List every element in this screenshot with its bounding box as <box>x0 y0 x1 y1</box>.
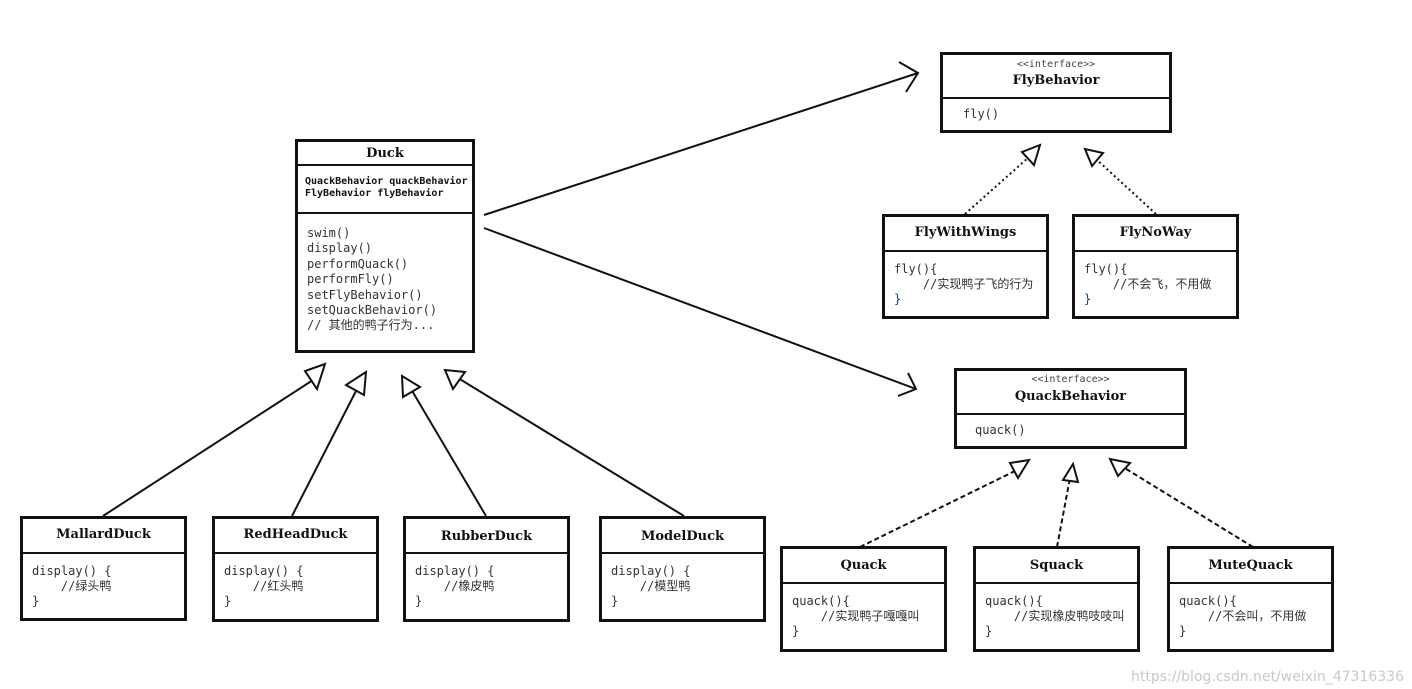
duck-methods: swim()display()performQuack()performFly(… <box>298 214 472 334</box>
flynoway-class-box: FlyNoWay fly(){ //不会飞，不用做} <box>1072 214 1239 319</box>
code-brace: } <box>1179 624 1187 638</box>
class-name: Squack <box>1029 558 1084 573</box>
code-comment: //实现鸭子嘎嘎叫 <box>792 609 920 623</box>
rubberduck-class-box: RubberDuck display() { //橡皮鸭} <box>403 516 570 622</box>
code-line: display() { <box>415 564 495 578</box>
rubber-inherit-arrowhead <box>400 374 422 399</box>
code-line: display() { <box>32 564 112 578</box>
code-line: fly(){ <box>894 262 938 276</box>
class-body: display() { //橡皮鸭} <box>406 554 567 609</box>
squack-realize-edge <box>1056 477 1071 548</box>
model-inherit-arrowhead <box>443 368 467 392</box>
code-line: quack(){ <box>1179 594 1237 608</box>
duck-method: display() <box>307 241 373 256</box>
mutequack-realize-edge <box>1122 466 1254 548</box>
model-inherit-edge <box>457 377 685 517</box>
duck-method: performQuack() <box>307 256 409 271</box>
mallard-inherit-arrowhead <box>303 362 327 392</box>
duck-class-name: Duck <box>366 146 404 161</box>
duck-field: QuackBehavior quackBehavior <box>305 176 468 187</box>
duck-method: performFly() <box>307 272 394 287</box>
interface-name: FlyBehavior <box>1012 73 1100 88</box>
quackbehavior-interface-box: <<interface>> QuackBehavior quack() <box>954 368 1187 449</box>
modelduck-class-box: ModelDuck display() { //模型鸭} <box>599 516 766 622</box>
code-brace: } <box>611 594 619 608</box>
flywithwings-class-box: FlyWithWings fly(){ //实现鸭子飞的行为} <box>882 214 1049 319</box>
class-name: MallardDuck <box>56 527 151 542</box>
flynoway-realize-arrowhead <box>1083 147 1105 168</box>
code-brace: } <box>32 594 40 608</box>
class-body: quack(){ //不会叫，不用做} <box>1170 584 1331 639</box>
code-comment: //红头鸭 <box>224 579 304 593</box>
redhead-inherit-arrowhead <box>344 370 368 397</box>
duck-method: // 其他的鸭子行为... <box>307 318 435 333</box>
class-body: quack(){ //实现鸭子嘎嘎叫} <box>783 584 944 639</box>
class-name: MuteQuack <box>1208 558 1293 573</box>
duck-method: swim() <box>307 226 351 240</box>
mallardduck-class-box: MallardDuck display() { //绿头鸭} <box>20 516 187 621</box>
interface-method: quack() <box>975 423 1026 437</box>
flywithwings-realize-edge <box>964 156 1030 215</box>
code-brace: } <box>792 624 800 638</box>
class-body: fly(){ //实现鸭子飞的行为} <box>885 252 1046 307</box>
code-brace: } <box>985 624 993 638</box>
interface-name: QuackBehavior <box>1014 389 1127 404</box>
class-name: FlyWithWings <box>914 225 1017 240</box>
duck-method: setQuackBehavior() <box>307 303 438 318</box>
class-body: quack(){ //实现橡皮鸭吱吱叫} <box>976 584 1137 639</box>
code-line: display() { <box>611 564 691 578</box>
class-name: RubberDuck <box>440 529 533 544</box>
mallard-inherit-edge <box>102 379 314 517</box>
code-comment: //实现鸭子飞的行为 <box>894 277 1034 291</box>
redheadduck-class-box: RedHeadDuck display() { //红头鸭} <box>212 516 379 622</box>
code-line: display() { <box>224 564 304 578</box>
quack-class-box: Quack quack(){ //实现鸭子嘎嘎叫} <box>780 546 947 652</box>
code-comment: //实现橡皮鸭吱吱叫 <box>985 609 1125 623</box>
class-body: fly(){ //不会飞，不用做} <box>1075 252 1236 307</box>
code-comment: //不会飞，不用做 <box>1084 277 1212 291</box>
mutequack-realize-arrowhead <box>1108 457 1132 478</box>
class-name: ModelDuck <box>640 529 724 544</box>
class-body: display() { //红头鸭} <box>215 554 376 609</box>
quack-realize-edge <box>859 469 1018 548</box>
code-line: fly(){ <box>1084 262 1128 276</box>
duck-method: setFlyBehavior() <box>307 287 423 302</box>
code-brace: } <box>1084 292 1092 306</box>
code-line: quack(){ <box>792 594 850 608</box>
duck-to-quackbehavior-edge <box>483 227 917 390</box>
code-brace: } <box>415 594 423 608</box>
quack-realize-arrowhead <box>1008 458 1031 481</box>
watermark-text: https://blog.csdn.net/weixin_47316336 <box>1130 669 1404 685</box>
flynoway-realize-edge <box>1095 158 1157 215</box>
code-line: quack(){ <box>985 594 1043 608</box>
code-brace: } <box>894 292 902 306</box>
class-body: display() { //绿头鸭} <box>23 554 184 609</box>
flywithwings-realize-arrowhead <box>1020 143 1042 167</box>
code-comment: //橡皮鸭 <box>415 579 495 593</box>
interface-stereotype: <<interface>> <box>1031 374 1110 385</box>
redhead-inherit-edge <box>291 388 358 517</box>
interface-method: fly() <box>963 107 1000 121</box>
duck-to-flybehavior-edge <box>483 72 919 216</box>
class-name: FlyNoWay <box>1119 225 1192 240</box>
squack-class-box: Squack quack(){ //实现橡皮鸭吱吱叫} <box>973 546 1140 652</box>
code-comment: //模型鸭 <box>611 579 691 593</box>
code-brace: } <box>224 594 232 608</box>
squack-realize-arrowhead <box>1061 461 1080 484</box>
code-comment: //不会叫，不用做 <box>1179 609 1307 623</box>
flybehavior-interface-box: <<interface>> FlyBehavior fly() <box>940 52 1172 133</box>
class-name: Quack <box>840 558 887 573</box>
duck-field: FlyBehavior flyBehavior <box>305 188 444 199</box>
duck-to-flybehavior-arrowhead <box>898 61 920 93</box>
duck-to-quackbehavior-arrowhead <box>897 372 918 397</box>
class-name: RedHeadDuck <box>243 527 348 542</box>
mutequack-class-box: MuteQuack quack(){ //不会叫，不用做} <box>1167 546 1334 652</box>
code-comment: //绿头鸭 <box>32 579 112 593</box>
class-body: display() { //模型鸭} <box>602 554 763 609</box>
rubber-inherit-edge <box>410 388 487 517</box>
interface-stereotype: <<interface>> <box>1016 59 1096 70</box>
